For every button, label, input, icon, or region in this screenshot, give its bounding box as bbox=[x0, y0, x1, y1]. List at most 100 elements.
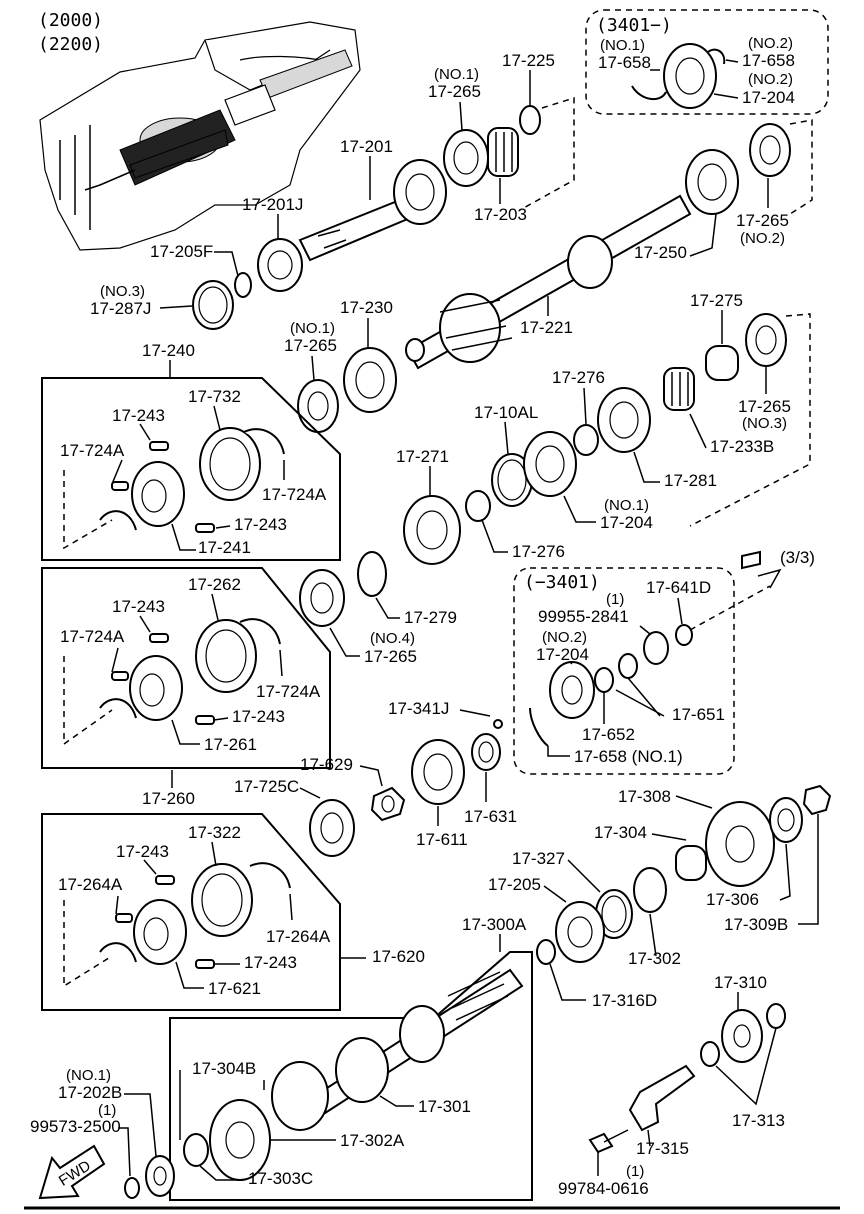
label-17-201J: 17-201J bbox=[242, 195, 303, 214]
snap-ring-99573-2500 bbox=[124, 1177, 140, 1199]
label-17-611: 17-611 bbox=[416, 830, 468, 849]
label-99784-0616: 99784-0616 bbox=[558, 1179, 649, 1198]
label-17-205: 17-205 bbox=[488, 875, 541, 894]
label-99955-2841: 99955-2841 bbox=[538, 607, 629, 626]
nut-17-309B bbox=[802, 784, 832, 816]
label-17-327: 17-327 bbox=[512, 849, 565, 868]
group-box-17-240 bbox=[41, 377, 341, 561]
label-17-724A: 17-724A bbox=[60, 441, 125, 460]
label-17-262: 17-262 bbox=[188, 575, 241, 594]
label-17-264A: 17-264A bbox=[58, 875, 123, 894]
key-17-243 bbox=[149, 633, 169, 643]
label-17-276: 17-276 bbox=[552, 368, 605, 387]
counter-gear bbox=[399, 1005, 445, 1063]
spring-17-264A bbox=[99, 942, 137, 963]
label-17-221: 17-221 bbox=[520, 318, 573, 337]
label-qty-1: (1) bbox=[98, 1102, 116, 1119]
spring-17-724A bbox=[243, 428, 285, 455]
label-17-243: 17-243 bbox=[112, 597, 165, 616]
label-17-300A: 17-300A bbox=[462, 915, 527, 934]
model-code-2200: (2200) bbox=[38, 34, 103, 55]
spring-17-264A bbox=[249, 862, 291, 889]
label-no1: (NO.1) bbox=[600, 37, 645, 54]
label-17-620: 17-620 bbox=[372, 947, 425, 966]
group-label-3401-minus: (−3401) bbox=[524, 572, 600, 593]
label-no1: (NO.1) bbox=[434, 66, 479, 83]
label-17-276: 17-276 bbox=[512, 542, 565, 561]
washer-17-313 bbox=[766, 1003, 786, 1029]
bolt-99784-0616 bbox=[588, 1132, 614, 1154]
label-17-243: 17-243 bbox=[244, 953, 297, 972]
label-no3: (NO.3) bbox=[100, 283, 145, 300]
washer-17-652 bbox=[594, 667, 614, 693]
label-qty-1: (1) bbox=[626, 1163, 644, 1180]
label-17-261: 17-261 bbox=[204, 735, 257, 754]
main-shaft-collar bbox=[567, 235, 613, 289]
group-box-17-260 bbox=[41, 567, 331, 769]
label-17-10AL: 17-10AL bbox=[474, 403, 538, 422]
label-17-271: 17-271 bbox=[396, 447, 449, 466]
label-no4: (NO.4) bbox=[370, 630, 415, 647]
label-17-724A: 17-724A bbox=[262, 485, 327, 504]
label-17-265: 17-265 bbox=[284, 336, 337, 355]
label-17-243: 17-243 bbox=[232, 707, 285, 726]
collar-17-275 bbox=[705, 345, 739, 381]
group-box-17-620 bbox=[41, 813, 341, 1011]
lock-nut-99955-2841 bbox=[643, 631, 669, 665]
washer-17-651 bbox=[618, 653, 638, 679]
label-17-204: 17-204 bbox=[536, 645, 589, 664]
needle-bearing-17-279 bbox=[357, 551, 387, 597]
model-code-2000: (2000) bbox=[38, 10, 103, 31]
label-17-243: 17-243 bbox=[116, 842, 169, 861]
group-box-3401-minus bbox=[513, 567, 735, 775]
label-no1: (NO.1) bbox=[290, 320, 335, 337]
label-17-313: 17-313 bbox=[732, 1111, 785, 1130]
idler-shaft-17-315 bbox=[628, 1064, 696, 1132]
label-17-302: 17-302 bbox=[628, 949, 681, 968]
snap-ring-17-205F bbox=[234, 272, 252, 298]
label-17-316D: 17-316D bbox=[592, 991, 657, 1010]
label-17-304: 17-304 bbox=[594, 823, 647, 842]
spring-17-724A bbox=[99, 510, 137, 531]
label-17-315: 17-315 bbox=[636, 1139, 689, 1158]
label-qty-1: (1) bbox=[606, 591, 624, 608]
label-17-308: 17-308 bbox=[618, 787, 671, 806]
label-17-724A: 17-724A bbox=[60, 627, 125, 646]
label-17-310: 17-310 bbox=[714, 973, 767, 992]
hub-17-302 bbox=[633, 867, 667, 913]
label-17-658-no1: 17-658 (NO.1) bbox=[574, 747, 683, 766]
label-no1: (NO.1) bbox=[66, 1067, 111, 1084]
key-17-243 bbox=[155, 875, 175, 885]
label-17-275: 17-275 bbox=[690, 291, 743, 310]
label-17-260: 17-260 bbox=[142, 789, 195, 808]
label-17-301: 17-301 bbox=[418, 1097, 471, 1116]
group-label-3401-plus: (3401−) bbox=[596, 15, 672, 36]
label-17-264A: 17-264A bbox=[266, 927, 331, 946]
counter-gear bbox=[271, 1061, 329, 1131]
washer-17-276 bbox=[573, 424, 599, 456]
label-17-205F: 17-205F bbox=[150, 242, 213, 261]
label-17-641D: 17-641D bbox=[646, 578, 711, 597]
label-17-304B: 17-304B bbox=[192, 1059, 256, 1078]
spring-17-724A bbox=[99, 698, 137, 719]
collar-17-641D bbox=[675, 624, 693, 646]
label-17-240: 17-240 bbox=[142, 341, 195, 360]
label-17-302A: 17-302A bbox=[340, 1131, 405, 1150]
label-17-204: 17-204 bbox=[600, 513, 653, 532]
main-shaft-gear-cluster bbox=[439, 293, 501, 363]
label-17-201: 17-201 bbox=[340, 137, 393, 156]
label-17-651: 17-651 bbox=[672, 705, 725, 724]
label-17-279: 17-279 bbox=[404, 608, 457, 627]
label-99573-2500: 99573-2500 bbox=[30, 1117, 121, 1136]
label-17-306: 17-306 bbox=[706, 890, 759, 909]
label-17-631: 17-631 bbox=[464, 807, 517, 826]
label-no2: (NO.2) bbox=[748, 35, 793, 52]
label-17-724A: 17-724A bbox=[256, 682, 321, 701]
key-17-243 bbox=[111, 481, 129, 491]
label-no2: (NO.2) bbox=[542, 629, 587, 646]
reference-3-3[interactable]: (3/3) bbox=[780, 548, 815, 567]
label-17-629: 17-629 bbox=[300, 755, 353, 774]
washer-17-276 bbox=[465, 490, 491, 522]
label-17-250: 17-250 bbox=[634, 243, 687, 262]
